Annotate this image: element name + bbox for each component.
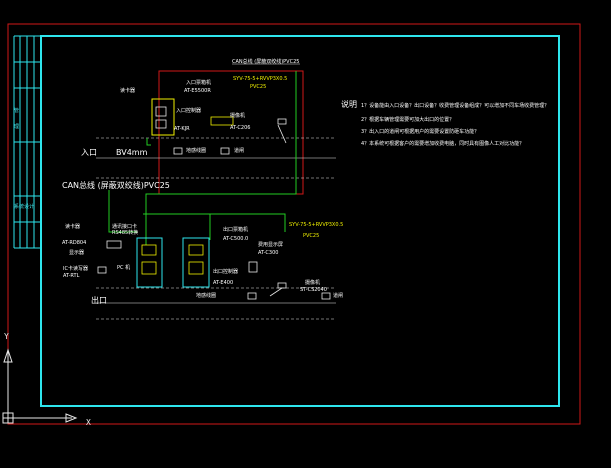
entrance-detector[interactable] bbox=[173, 147, 183, 155]
exit-ticket-model: AT-C500.0 bbox=[223, 236, 248, 242]
notes-item-1: 1？设备能由入口设备？出口设备？收费管理设备组成？可以增加不同车场收费管理？ bbox=[361, 102, 549, 109]
center-card-reader[interactable] bbox=[97, 266, 107, 274]
exit-cable-right-2: PVC25 bbox=[303, 233, 319, 239]
entrance-camera-label: 摄像机 bbox=[230, 112, 245, 119]
notes-item-4: 4？本系统可根据客户的需要增加收费电脑，同时具有图像人工对比功能？ bbox=[361, 140, 524, 147]
exit-gate-label: 道闸 bbox=[333, 292, 343, 299]
entrance-cable-right-1: SYV-75-5+RVVP3X0.5 bbox=[233, 76, 287, 82]
exit-display-model: AT-C300 bbox=[258, 250, 278, 256]
center-pc-monitor bbox=[141, 261, 157, 275]
exit-controller-label: 出口控制器 bbox=[213, 268, 238, 275]
exit-display-label: 费用显示屏 bbox=[258, 241, 283, 248]
title-block-text-c: 系统设计 bbox=[14, 203, 34, 210]
exit-detector-label: 地感线圈 bbox=[196, 292, 216, 299]
exit-controller-model: AT-E400 bbox=[213, 280, 233, 286]
exit-ticket-unit bbox=[188, 244, 204, 256]
ucs-x-label: X bbox=[86, 418, 91, 427]
exit-detector[interactable] bbox=[247, 292, 257, 300]
center-pc-label: PC 机 bbox=[117, 264, 130, 271]
entrance-camera-pole bbox=[277, 124, 287, 144]
green-wiring bbox=[108, 71, 297, 245]
entrance-gate-label: 道闸 bbox=[234, 147, 244, 154]
center-cable-left-label: CAN总线 (屏蔽双绞线)PVC25 bbox=[62, 180, 170, 190]
title-block-text-a: 管 bbox=[14, 107, 19, 114]
notes-item-2: 2？根据车辆管理需要可加大出口的位置？ bbox=[361, 116, 454, 123]
entrance-ticket-machine[interactable] bbox=[151, 98, 175, 136]
entrance-camera-head-icon bbox=[277, 118, 287, 125]
center-reader-model: AT-RD804 bbox=[62, 240, 86, 246]
exit-gate[interactable] bbox=[321, 292, 331, 300]
exit-ticket-label: 出口票箱机 bbox=[223, 226, 248, 233]
entrance-reader-label: 读卡器 bbox=[120, 87, 135, 94]
center-monitor-label: 显示器 bbox=[69, 250, 84, 256]
entrance-ticket-machine-slot bbox=[155, 119, 167, 129]
exit-station[interactable] bbox=[182, 237, 210, 288]
notes-heading: 说明 bbox=[341, 99, 357, 109]
entrance-ticket-label: 入口票箱机 bbox=[186, 79, 211, 86]
center-reader-label: 读卡器 bbox=[65, 223, 80, 230]
exit-controller-unit bbox=[188, 261, 204, 275]
exit-cable-right-1: SYV-75-5+RVVP3X0.5 bbox=[289, 222, 343, 228]
ucs-y-label: Y bbox=[4, 332, 9, 341]
center-card-reader-label: IC卡读写器 bbox=[63, 265, 88, 272]
entrance-power-label: BV4mm bbox=[116, 148, 148, 157]
entrance-barrier-ctrl-label: 入口控制器 bbox=[176, 107, 201, 114]
entrance-gate[interactable] bbox=[220, 147, 230, 155]
title-block bbox=[13, 35, 41, 249]
entrance-barrier-model: AT-KJR bbox=[174, 126, 190, 132]
entrance-cable-top-label: CAN总线 (屏蔽双绞线)PVC25 bbox=[232, 58, 299, 65]
exit-camera-label: 摄像机 bbox=[305, 279, 320, 286]
entrance-label: 入口 bbox=[81, 148, 97, 157]
drawing-frame bbox=[40, 35, 560, 407]
entrance-ticket-machine-inner bbox=[155, 106, 167, 117]
center-card-reader-model: AT-RTL bbox=[63, 273, 80, 279]
exit-label: 出口 bbox=[91, 295, 107, 305]
sheet-border-outer bbox=[7, 23, 581, 425]
ucs-icon bbox=[2, 348, 78, 424]
center-pc-unit bbox=[141, 244, 157, 256]
center-interface-label: 通讯接口卡 bbox=[112, 223, 137, 230]
exit-camera-model: ST-CS2040 bbox=[300, 287, 327, 293]
notes-item-3: 3？出入口的道闸可根据用户的需要设置防砸车功能？ bbox=[361, 128, 479, 135]
exit-camera-icon bbox=[277, 282, 287, 289]
entrance-detector-label: 地感线圈 bbox=[186, 147, 206, 154]
entrance-cable-right-2: PVC25 bbox=[250, 84, 266, 90]
exit-camera-pole bbox=[269, 287, 283, 297]
center-interface-sub: RS485转换 bbox=[112, 229, 138, 236]
exit-display-box[interactable] bbox=[248, 261, 258, 273]
entrance-camera-model: AT-C206 bbox=[230, 125, 250, 131]
title-block-text-b: 理 bbox=[14, 124, 19, 130]
entrance-ticket-model: AT-E5500R bbox=[184, 88, 211, 94]
center-pc-station[interactable] bbox=[136, 237, 163, 288]
entrance-camera[interactable] bbox=[210, 116, 234, 126]
center-interface-card[interactable] bbox=[106, 240, 122, 249]
